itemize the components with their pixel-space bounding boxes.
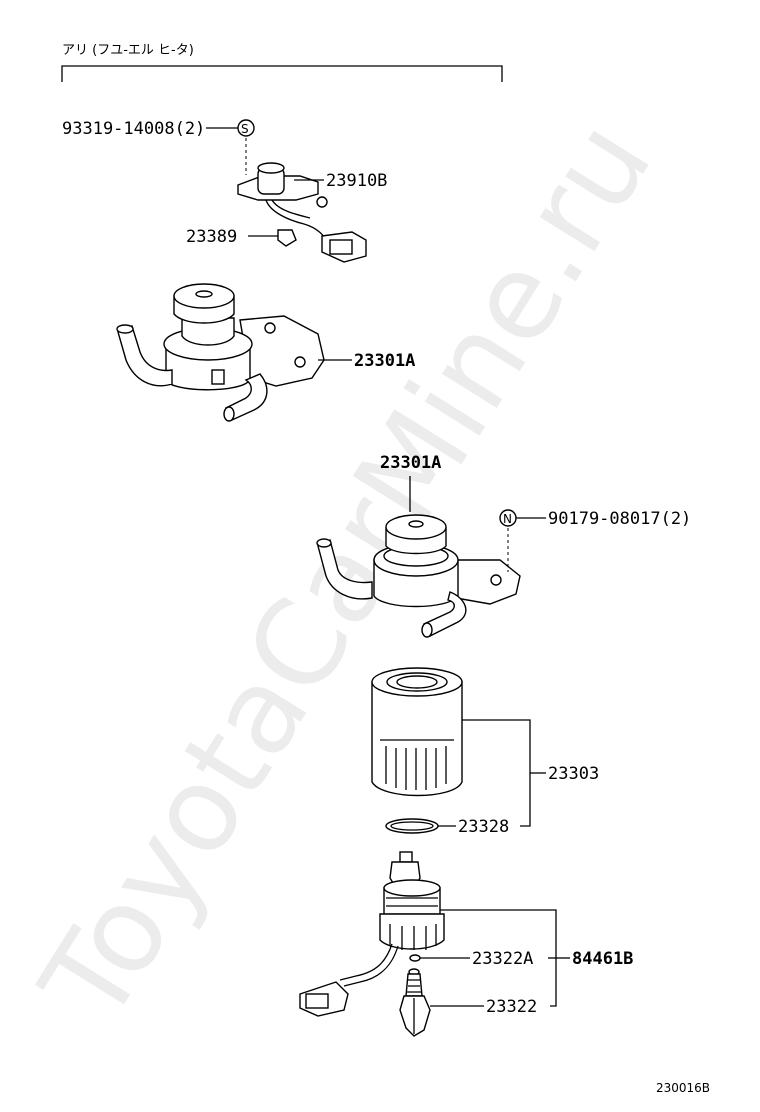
heater-part [237, 162, 367, 263]
clamp-part [277, 229, 297, 247]
section-bracket [61, 65, 503, 82]
bolt-symbol: S [241, 122, 249, 136]
pump-lower-part [316, 514, 521, 638]
label-oring-small[interactable]: 23322A [472, 949, 533, 969]
label-nut[interactable]: 90179-08017(2) [548, 509, 691, 529]
label-heater[interactable]: 23910B [326, 171, 387, 191]
oring-small-part [409, 954, 421, 962]
diagram-id: 230016B [656, 1081, 710, 1095]
label-sensor-kit[interactable]: 84461B [572, 949, 633, 969]
label-pump-lower[interactable]: 23301A [380, 453, 441, 473]
bracket-filter [462, 719, 531, 827]
label-oring[interactable]: 23328 [458, 817, 509, 837]
label-filter[interactable]: 23303 [548, 764, 599, 784]
sensor-part [399, 968, 431, 1037]
bolt-symbol-circle [237, 119, 255, 137]
sensor-housing-part [299, 851, 445, 1017]
label-pump-upper[interactable]: 23301A [354, 351, 415, 371]
section-title: アリ (フユ-エル ヒ-タ) [62, 43, 194, 58]
nut-symbol: N [503, 512, 512, 526]
label-clamp[interactable]: 23389 [186, 227, 237, 247]
filter-part [371, 667, 463, 797]
oring-part [385, 818, 439, 834]
label-bolt[interactable]: 93319-14008(2) [62, 119, 205, 139]
pump-upper-part [116, 283, 325, 422]
label-sensor[interactable]: 23322 [486, 997, 537, 1017]
oring-inner [390, 821, 434, 831]
